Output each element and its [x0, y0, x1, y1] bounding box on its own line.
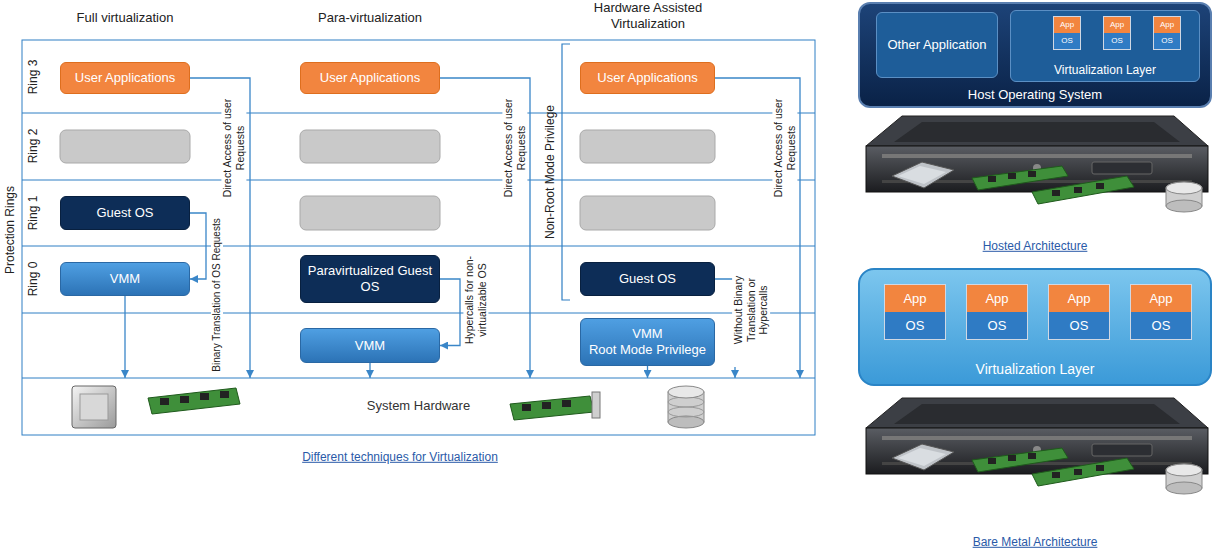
diagram-caption: Different techniques for Virtualization: [302, 450, 498, 464]
server-illustration: [866, 116, 1208, 212]
node-text: App: [1054, 17, 1080, 33]
node-text: App: [1154, 17, 1180, 33]
node-text: OS: [1054, 33, 1080, 49]
connector-arrow: [440, 78, 530, 378]
connector-arrow: [715, 78, 800, 378]
app-os-box: AppOS: [1130, 284, 1192, 340]
panel-caption: Bare Metal Architecture: [973, 535, 1098, 549]
node-text: User Applications: [597, 70, 697, 86]
application-box: User Applications: [300, 62, 440, 94]
ring-label: Ring 0: [26, 262, 40, 297]
connector-label: Direct Access of user Requests: [772, 92, 797, 204]
node-text: App: [1131, 285, 1191, 312]
virtualization-layer-panel: Virtualization LayerAppOSAppOSAppOSAppOS: [858, 268, 1212, 386]
node-text: Guest OS: [96, 205, 153, 221]
node-text: VMM: [110, 271, 140, 287]
guest-os-box: Guest OS: [60, 196, 190, 230]
ring-label: Ring 3: [26, 60, 40, 95]
app-os-box: AppOS: [1103, 16, 1131, 50]
app-os-box: AppOS: [1053, 16, 1081, 50]
privilege-label: Non-Root Mode Privilege: [543, 105, 557, 239]
vmm-box: VMM: [60, 262, 190, 296]
node-text: App: [1049, 285, 1109, 312]
node-text: User Applications: [320, 70, 420, 86]
node-text: OS: [885, 312, 945, 339]
node-text: Guest OS: [619, 271, 676, 287]
hardware-band: System Hardware: [23, 378, 814, 434]
app-os-box: AppOS: [1153, 16, 1181, 50]
node-text: Virtualization Layer: [976, 361, 1095, 378]
vmm-box: VMMRoot Mode Privilege: [580, 318, 715, 366]
ring-label: Ring 2: [26, 129, 40, 164]
column-heading: Hardware Assisted Virtualization: [563, 0, 733, 31]
virtualization-layer-box: Virtualization LayerAppOSAppOSAppOS: [1010, 10, 1200, 82]
node-text: App: [885, 285, 945, 312]
column-heading: Full virtualization: [77, 10, 174, 26]
ring-grid: [22, 40, 815, 435]
node-text: System Hardware: [367, 398, 470, 414]
app-os-box: AppOS: [1048, 284, 1110, 340]
connector-label: Direct Access of user Requests: [502, 92, 527, 204]
column-heading: Para-virtualization: [318, 10, 422, 26]
connector-label: Without Binary Translation or Hypercalls: [732, 253, 770, 367]
guest-os-box: Paravirtualized Guest OS: [300, 255, 440, 303]
node-text: OS: [1049, 312, 1109, 339]
node-text: OS: [967, 312, 1027, 339]
node-text: Root Mode Privilege: [589, 342, 706, 358]
ring-label: Ring 1: [26, 196, 40, 231]
node-text: OS: [1154, 33, 1180, 49]
server-illustration: [866, 398, 1208, 494]
connector-arrow: [124, 296, 125, 378]
node-text: App: [967, 285, 1027, 312]
node-text: App: [1104, 17, 1130, 33]
connector-arrow: [369, 363, 370, 378]
node-text: OS: [1131, 312, 1191, 339]
connector-label: Binary Translation of OS Requests: [211, 217, 223, 372]
connector-label: Direct Access of user Requests: [221, 92, 246, 204]
application-box: User Applications: [580, 62, 715, 94]
vmm-box: VMM: [300, 328, 440, 363]
app-os-box: AppOS: [966, 284, 1028, 340]
node-text: VMM: [632, 326, 662, 342]
privilege-bracket: [562, 44, 570, 300]
node-text: Virtualization Layer: [1054, 63, 1156, 77]
node-text: VMM: [355, 338, 385, 354]
node-text: Paravirtualized Guest OS: [307, 263, 433, 294]
application-box: User Applications: [60, 62, 190, 94]
host-os-panel: Host Operating System Other ApplicationVi…: [858, 2, 1212, 108]
hardware-icons: [72, 386, 704, 428]
node-text: Other Application: [887, 37, 986, 53]
empty-ring-box: [60, 130, 715, 230]
axis-label: Protection Rings: [3, 186, 17, 274]
connector-arrow: [440, 279, 460, 346]
connector-arrow: [647, 366, 648, 378]
application-box: Other Application: [876, 12, 998, 78]
node-text: Host Operating System: [968, 87, 1102, 103]
guest-os-box: Guest OS: [580, 262, 715, 296]
connector-arrow: [190, 78, 250, 378]
app-os-box: AppOS: [884, 284, 946, 340]
node-text: OS: [1104, 33, 1130, 49]
node-text: User Applications: [75, 70, 175, 86]
connector-arrow: [190, 213, 206, 279]
connector-label: Hypercalls for non-virtualizable OS: [463, 247, 488, 353]
panel-caption: Hosted Architecture: [983, 239, 1088, 253]
